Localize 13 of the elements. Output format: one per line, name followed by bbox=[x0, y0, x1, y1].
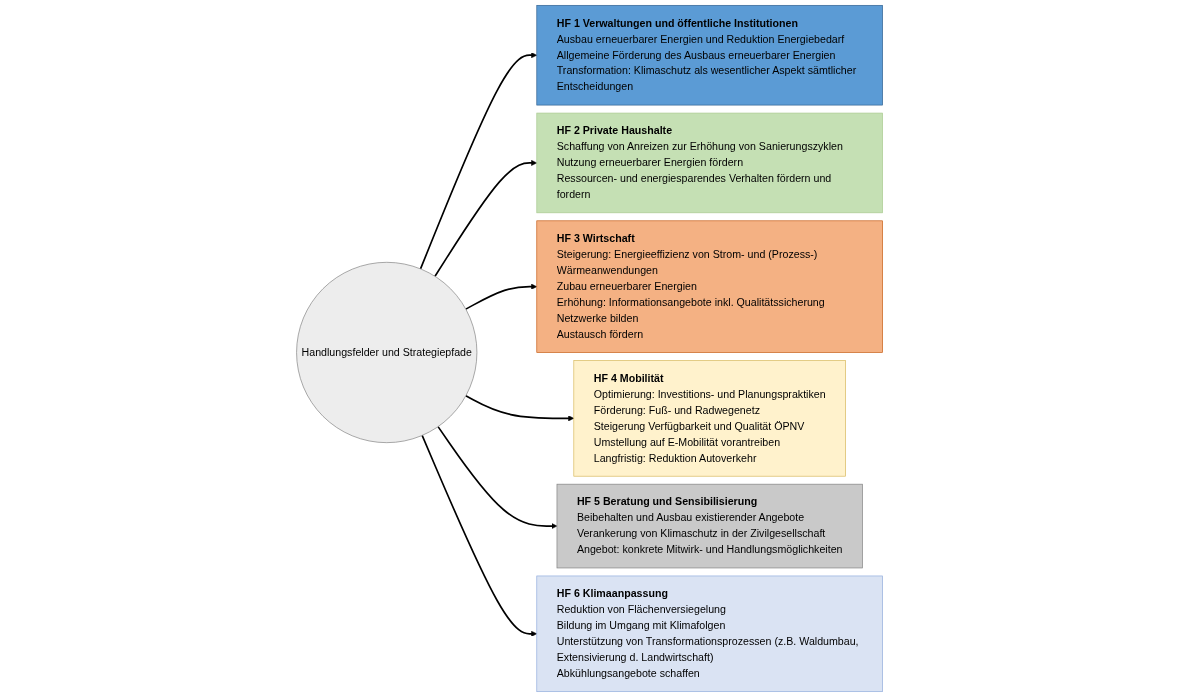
node-box: HF 5 Beratung und Sensibilisierung Beibehalten und Ausbau existierender Angebote Verankerung von Klimaschutz in der Zivilgesellschaft Angebot: konkrete Mitwirk- und Handlungsmöglichkeiten bbox=[556, 483, 863, 569]
node-box: HF 6 Klimaanpassung Reduktion von Flächenversiegelung Bildung im Umgang mit Klimafolgen Unterstützung von Transformationsprozessen (z.B. Waldumbau, Extensivierung d. Landwirtschaft) Abkühlungsangebote schaffen bbox=[536, 575, 883, 692]
node-circle: Handlungsfelder und Strategiepfade bbox=[296, 261, 478, 443]
node-box: HF 1 Verwaltungen und öffentliche Institutionen Ausbau erneuerbarer Energien und Reduktion Energiebedarf Allgemeine Förderung des Ausbaus erneuerbarer Energien Transformation: Klimaschutz als wesentlicher Aspekt sämtlicher Entscheidungen bbox=[536, 5, 883, 106]
arrow bbox=[434, 160, 537, 278]
arrow bbox=[464, 395, 574, 422]
node-box: HF 3 Wirtschaft Steigerung: Energieeffizienz von Strom- und (Prozess-) Wärmeanwendungen Zubau erneuerbarer Energien Erhöhung: Informationsangebote inkl. Qualitätssicherung Netzwerke bilden Austausch fördern bbox=[536, 220, 883, 353]
arrow bbox=[464, 283, 537, 310]
arrow bbox=[419, 52, 537, 270]
arrow bbox=[437, 425, 558, 529]
arrow bbox=[421, 434, 537, 637]
node-box: HF 2 Private Haushalte Schaffung von Anreizen zur Erhöhung von Sanierungszyklen Nutzung erneuerbarer Energien fördern Ressourcen- und energiesparendes Verhalten fördern und fordern bbox=[536, 112, 883, 214]
node-box: HF 4 Mobilität Optimierung: Investitions- und Planungspraktiken Förderung: Fuß- und Radwegenetz Steigerung Verfügbarkeit und Qualität ÖPNV Umstellung auf E-Mobilität vorantreiben Langfristig: Reduktion Autoverkehr bbox=[573, 360, 846, 477]
